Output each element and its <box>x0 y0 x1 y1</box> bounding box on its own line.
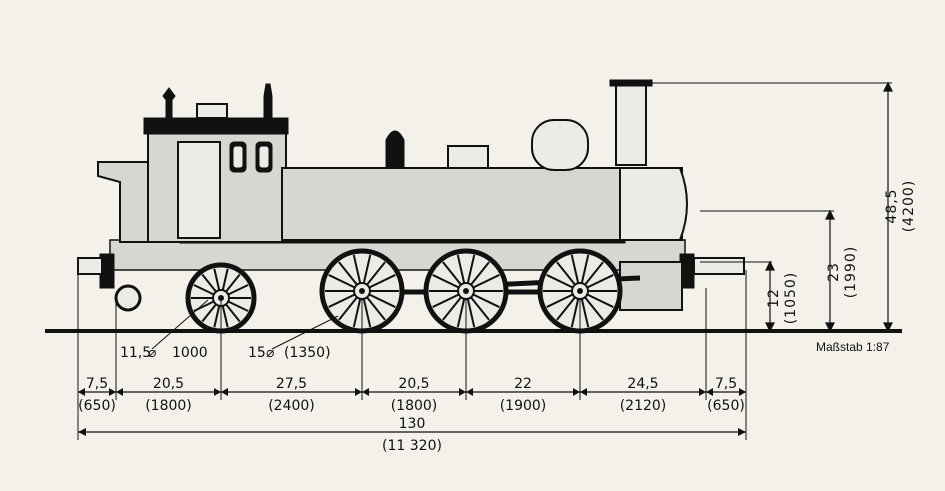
segment-label-model: 20,5 <box>153 376 184 392</box>
segment-label-model: 20,5 <box>398 376 429 392</box>
rear-carrying-wheel <box>114 284 142 312</box>
rear-buffer <box>77 257 103 275</box>
scale-label: Maßstab 1:87 <box>816 340 890 354</box>
segment-label-real: (1800) <box>391 398 438 414</box>
large-wheel-diameter-model: 15 <box>248 345 266 361</box>
segment-label-model: 7,5 <box>86 376 108 392</box>
cab-roof-vent <box>196 103 228 119</box>
driving-wheel-2 <box>423 248 509 334</box>
height-label-boiler-model: 23 <box>826 262 842 282</box>
height-label-buffer-model: 12 <box>766 288 782 308</box>
height-label-boiler-real: (1990) <box>843 246 859 299</box>
sand-dome <box>447 145 489 169</box>
smokebox <box>619 167 688 241</box>
chimney <box>615 82 647 166</box>
cab-whistle-right <box>263 83 273 119</box>
wheelbase-dimensions: 7,5 (650) 20,5 (1800) 27,5 (2400) 20,5 (1800) 22… <box>78 376 746 414</box>
safety-valve <box>385 130 405 169</box>
segment-label-model: 27,5 <box>276 376 307 392</box>
wheel-set <box>114 248 623 334</box>
cylinder <box>619 261 683 311</box>
coal-bunker <box>97 161 149 243</box>
driving-wheel-1 <box>319 248 405 334</box>
cab-window-right-pane <box>258 145 270 169</box>
segment-label-real: (1900) <box>500 398 547 414</box>
boiler <box>281 167 683 241</box>
extension-lines <box>77 82 892 440</box>
segment-label-model: 7,5 <box>715 376 737 392</box>
segment-label-real: (2120) <box>620 398 667 414</box>
height-dimension-lines <box>765 81 893 333</box>
small-wheel-diameter-model: 11,5 <box>120 345 151 361</box>
locomotive <box>77 79 745 311</box>
small-wheel-diameter-real: 1000 <box>172 345 208 361</box>
total-length-model: 130 <box>399 416 426 432</box>
front-buffer <box>693 257 745 275</box>
steam-dome <box>531 119 589 171</box>
height-label-overall-real: (4200) <box>901 180 917 233</box>
segment-label-model: 22 <box>514 376 532 392</box>
large-wheel-diameter-real: (1350) <box>284 345 331 361</box>
height-label-overall-model: 48,5 <box>884 188 900 223</box>
segment-label-real: (650) <box>78 398 116 414</box>
chimney-cap <box>609 79 653 87</box>
segment-label-real: (1800) <box>145 398 192 414</box>
diameter-symbol-large: ⌀ <box>266 345 275 361</box>
segment-label-real: (2400) <box>268 398 315 414</box>
cab-window-left-pane <box>232 145 244 169</box>
trailing-wheel <box>185 262 257 334</box>
diameter-symbol-small: ⌀ <box>148 345 157 361</box>
cab-roof <box>143 117 289 135</box>
cab-whistle-left <box>162 87 176 119</box>
segment-label-model: 24,5 <box>627 376 658 392</box>
cab-door <box>177 141 221 239</box>
wheel-diameter-callouts: 11,5 ⌀ 1000 15 ⌀ (1350) <box>120 299 339 361</box>
segment-label-real: (650) <box>707 398 745 414</box>
total-length-real: (11 320) <box>382 438 442 454</box>
height-dimension-labels: 12 (1050) 23 (1990) 48,5 (4200) <box>766 180 917 325</box>
height-label-buffer-real: (1050) <box>783 272 799 325</box>
overall-length-dimension: 130 (11 320) <box>78 416 746 454</box>
